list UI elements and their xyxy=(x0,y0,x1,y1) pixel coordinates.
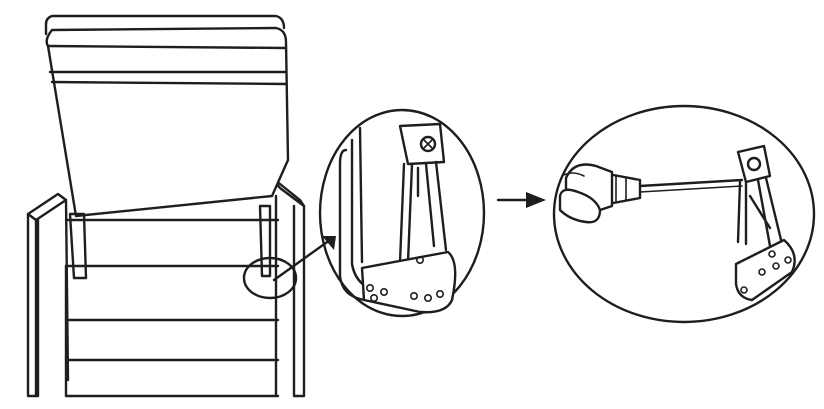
bracket-close-up xyxy=(318,108,486,318)
seat-base xyxy=(64,218,280,398)
left-armrest xyxy=(26,192,70,398)
bracket-icon xyxy=(734,144,796,302)
recliner-chair-icon xyxy=(26,14,306,398)
zoom-callout-icon xyxy=(242,236,336,300)
arrow-right-icon xyxy=(496,192,546,208)
backrest xyxy=(44,14,290,218)
screwdriver-on-bracket xyxy=(552,104,816,324)
chair-side-brackets xyxy=(68,204,272,280)
right-armrest xyxy=(268,174,306,398)
screwdriver-icon xyxy=(558,163,744,224)
bracket-icon xyxy=(338,122,457,314)
